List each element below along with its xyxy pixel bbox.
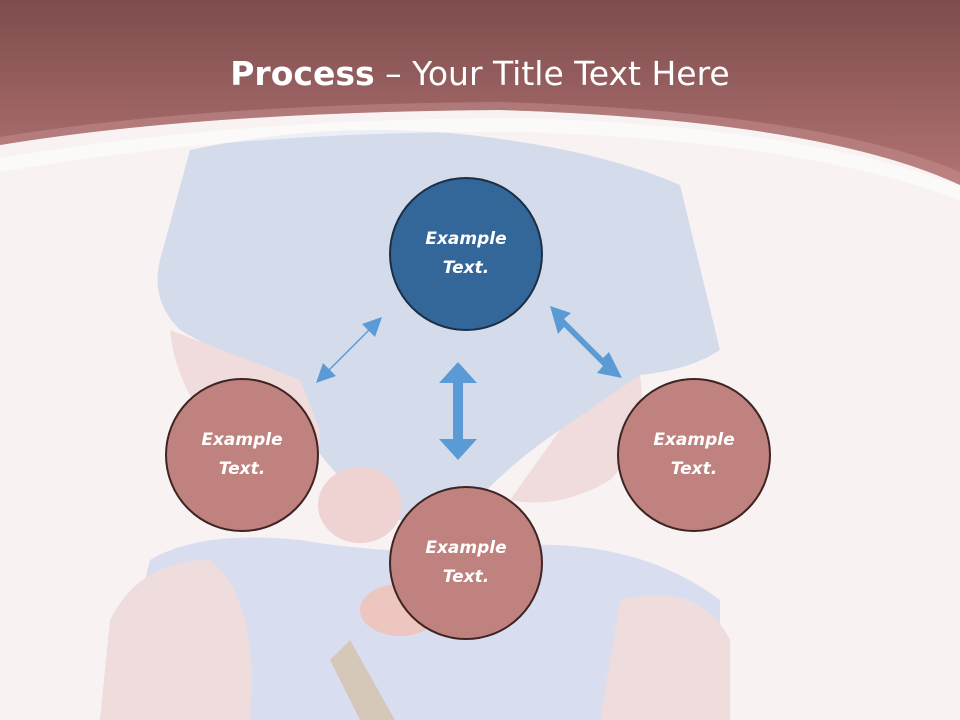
node-bottom-line2: Text.: [442, 567, 490, 587]
process-node-bottom[interactable]: Example Text.: [389, 486, 543, 640]
node-right-line2: Text.: [670, 459, 718, 479]
node-left-line1: Example: [201, 430, 283, 450]
node-top-line1: Example: [425, 229, 507, 249]
double-arrow-icon: [550, 306, 622, 378]
slide-title: Process – Your Title Text Here: [0, 52, 960, 96]
process-node-left[interactable]: Example Text.: [165, 378, 319, 532]
node-bottom-line1: Example: [425, 538, 507, 558]
title-rest: – Your Title Text Here: [374, 54, 730, 93]
node-top-line2: Text.: [442, 258, 490, 278]
double-arrow-icon: [439, 362, 477, 460]
process-node-top[interactable]: Example Text.: [389, 177, 543, 331]
node-left-line2: Text.: [218, 459, 266, 479]
node-right-line1: Example: [653, 430, 735, 450]
title-bold: Process: [230, 54, 375, 93]
process-node-right[interactable]: Example Text.: [617, 378, 771, 532]
double-arrow-icon: [316, 317, 382, 383]
